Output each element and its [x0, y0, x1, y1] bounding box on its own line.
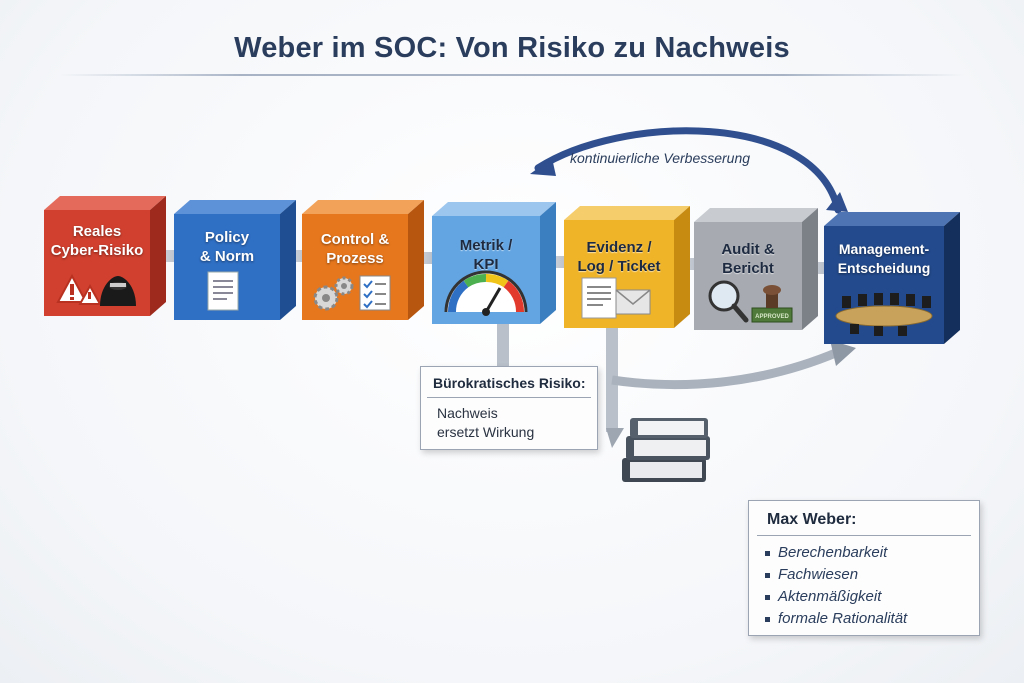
bullet-icon: [765, 594, 770, 600]
improvement-loop-arrowhead-end: [826, 192, 848, 212]
max-weber-box: Max Weber: Berechenbarkeit Fachwiesen Ak…: [748, 500, 980, 636]
block-kpi: [432, 202, 556, 324]
bullet-icon: [765, 616, 770, 622]
improvement-loop-arrowhead-start: [530, 158, 556, 176]
binder-arrow: [606, 428, 624, 448]
binder-stack-icon: [622, 418, 710, 482]
max-weber-item: formale Rationalität: [765, 608, 979, 630]
gears-icon: [313, 276, 354, 311]
log-icon: [581, 277, 617, 319]
bureaucratic-risk-box: Bürokratisches Risiko: Nachweis ersetzt …: [420, 366, 598, 450]
max-weber-item: Berechenbarkeit: [765, 542, 979, 564]
bureaucratic-risk-line2: ersetzt Wirkung: [437, 424, 535, 440]
bypass-arrow: [611, 347, 840, 390]
improvement-loop-arrow: [534, 127, 842, 214]
block-control-label: Control &Prozess: [320, 231, 390, 267]
bullet-icon: [765, 550, 770, 556]
block-control: [302, 200, 424, 320]
block-policy-label: Policy& Norm: [199, 229, 255, 265]
title-divider: [60, 74, 964, 76]
max-weber-list: Berechenbarkeit Fachwiesen Aktenmäßigkei…: [749, 542, 979, 630]
document-icon: [207, 271, 239, 311]
block-management-label: Management-Entscheidung: [837, 241, 931, 276]
bureaucratic-risk-header: Bürokratisches Risiko:: [433, 375, 586, 391]
warning-icon: [56, 273, 102, 305]
block-risk: [44, 196, 166, 316]
checklist-icon: [359, 275, 391, 311]
max-weber-item: Aktenmäßigkeit: [765, 586, 979, 608]
hacker-icon: [100, 276, 136, 306]
block-audit: APPROVED: [694, 208, 818, 330]
envelope-icon: [615, 289, 651, 315]
block-evidence-label: Evidenz /Log / Ticket: [577, 239, 661, 275]
improvement-loop-label: kontinuierliche Verbesserung: [570, 150, 751, 166]
gauge-icon: [444, 270, 528, 316]
max-weber-item: Fachwiesen: [765, 564, 979, 586]
block-management: [824, 212, 960, 344]
block-audit-label: Audit &Bericht: [721, 241, 775, 277]
block-kpi-label: Metrik /KPI: [459, 237, 513, 273]
stamp-text: APPROVED: [755, 314, 789, 320]
stamp-icon: APPROVED: [751, 285, 793, 323]
meeting-table-icon: [835, 293, 933, 336]
kpi-connector: [497, 322, 509, 366]
bullet-icon: [765, 572, 770, 578]
bureaucratic-risk-line1: Nachweis: [437, 405, 498, 421]
page-title: Weber im SOC: Von Risiko zu Nachweis: [234, 32, 790, 64]
block-evidence: [564, 206, 690, 328]
bypass-arrowhead: [830, 340, 856, 366]
block-policy: [174, 200, 296, 320]
magnifier-icon: [708, 280, 749, 323]
max-weber-header: Max Weber:: [767, 511, 857, 528]
